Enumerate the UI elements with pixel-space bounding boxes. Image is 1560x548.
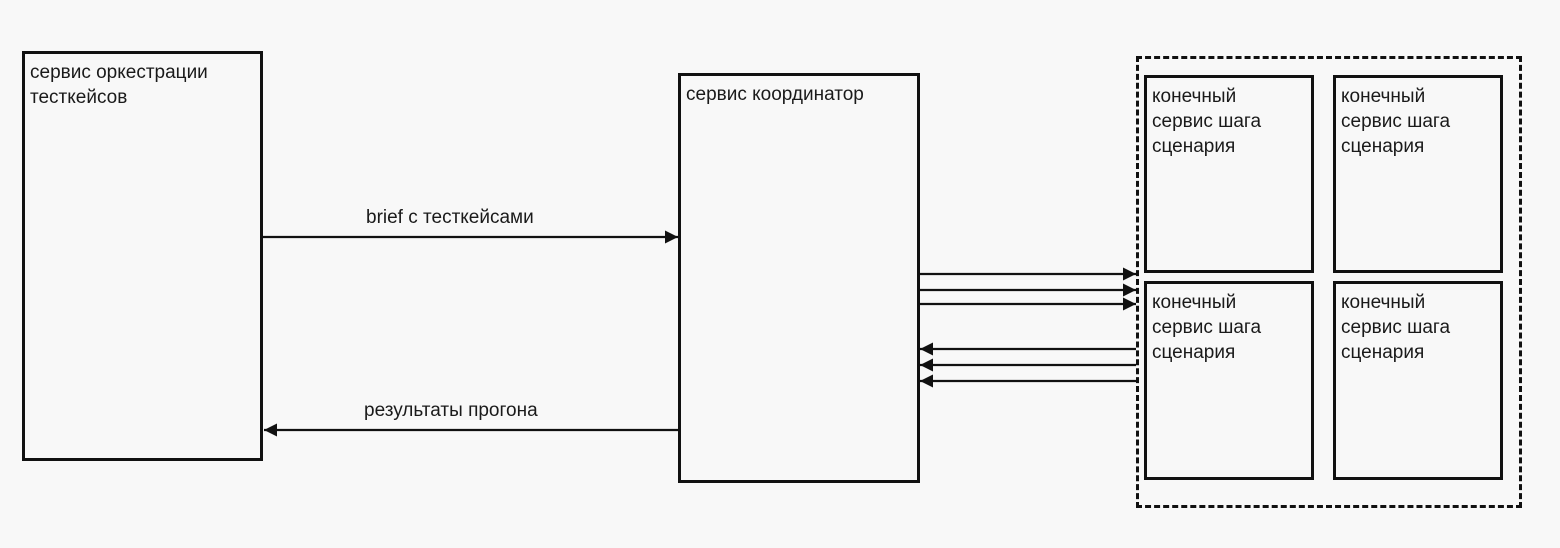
worker-service-box: конечный сервис шага сценария [1333,75,1503,273]
results-edge-label: результаты прогона [364,400,538,421]
orchestration-service-box: сервис оркестрации тесткейсов [22,51,263,461]
worker-service-label: конечный сервис шага сценария [1341,292,1451,363]
worker-service-label: конечный сервис шага сценария [1341,86,1451,157]
coordinator-service-box: сервис координатор [678,73,920,483]
worker-service-box: конечный сервис шага сценария [1333,281,1503,480]
brief-edge-label: brief с тесткейсами [366,207,534,228]
worker-service-box: конечный сервис шага сценария [1144,281,1314,480]
worker-services-group [1136,56,1522,508]
worker-service-label: конечный сервис шага сценария [1152,86,1262,157]
worker-service-label: конечный сервис шага сценария [1152,292,1262,363]
worker-service-box: конечный сервис шага сценария [1144,75,1314,273]
coordinator-service-label: сервис координатор [686,84,864,105]
orchestration-service-label: сервис оркестрации тесткейсов [30,62,208,108]
